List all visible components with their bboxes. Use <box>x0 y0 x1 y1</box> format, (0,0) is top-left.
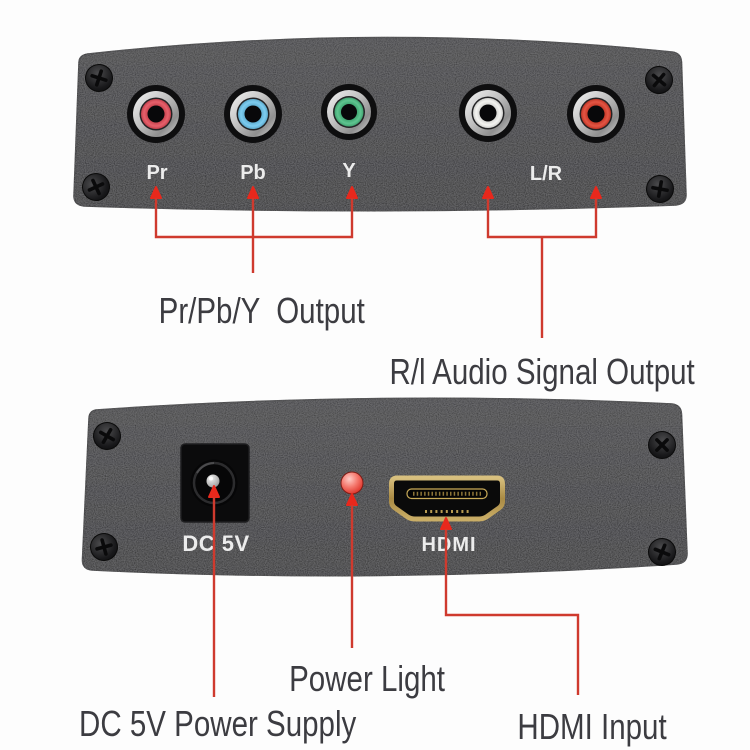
hdmi-port <box>389 475 505 522</box>
power-led <box>340 471 364 495</box>
power-supply-label: DC 5V Power Supply <box>79 703 357 744</box>
hdmi-input-label: HDMI Input <box>517 706 667 747</box>
hdmi-port-label: HDMI <box>421 534 476 556</box>
y-port-label: Y <box>342 160 356 182</box>
component-output-label: Pr/Pb/Y Output <box>158 290 366 331</box>
rca-jack-y <box>321 84 377 140</box>
dc5v-port-label: DC 5V <box>182 531 249 556</box>
screw-icon <box>93 422 121 450</box>
hdmi-callout-line <box>444 529 580 695</box>
rca-jack-pr <box>127 85 185 143</box>
screw-icon <box>646 175 674 203</box>
audio-bracket-line <box>486 198 598 338</box>
rca-jack-audio-l <box>459 84 517 142</box>
screw-icon <box>85 64 113 92</box>
bottom-panel-face <box>81 397 688 577</box>
screw-icon <box>645 66 673 94</box>
callout-lines <box>150 186 602 697</box>
rca-jack-audio-r <box>567 85 625 143</box>
audio-output-label: R/l Audio Signal Output <box>389 351 695 392</box>
top-panel-highlight <box>87 36 673 55</box>
screw-icon <box>82 173 110 201</box>
component-bracket-line <box>154 198 354 273</box>
bottom-panel-highlight <box>95 397 673 411</box>
lr-port-label: L/R <box>530 163 563 185</box>
top-panel: Pr Pb Y L/R <box>73 36 687 212</box>
screw-icon <box>90 533 118 561</box>
pr-port-label: Pr <box>146 162 167 184</box>
bottom-panel: DC 5V HDMI <box>81 397 688 577</box>
pb-port-label: Pb <box>240 162 266 184</box>
screw-icon <box>648 538 676 566</box>
rca-jack-pb <box>224 85 282 143</box>
screw-icon <box>648 431 676 459</box>
power-light-label: Power Light <box>289 658 445 699</box>
